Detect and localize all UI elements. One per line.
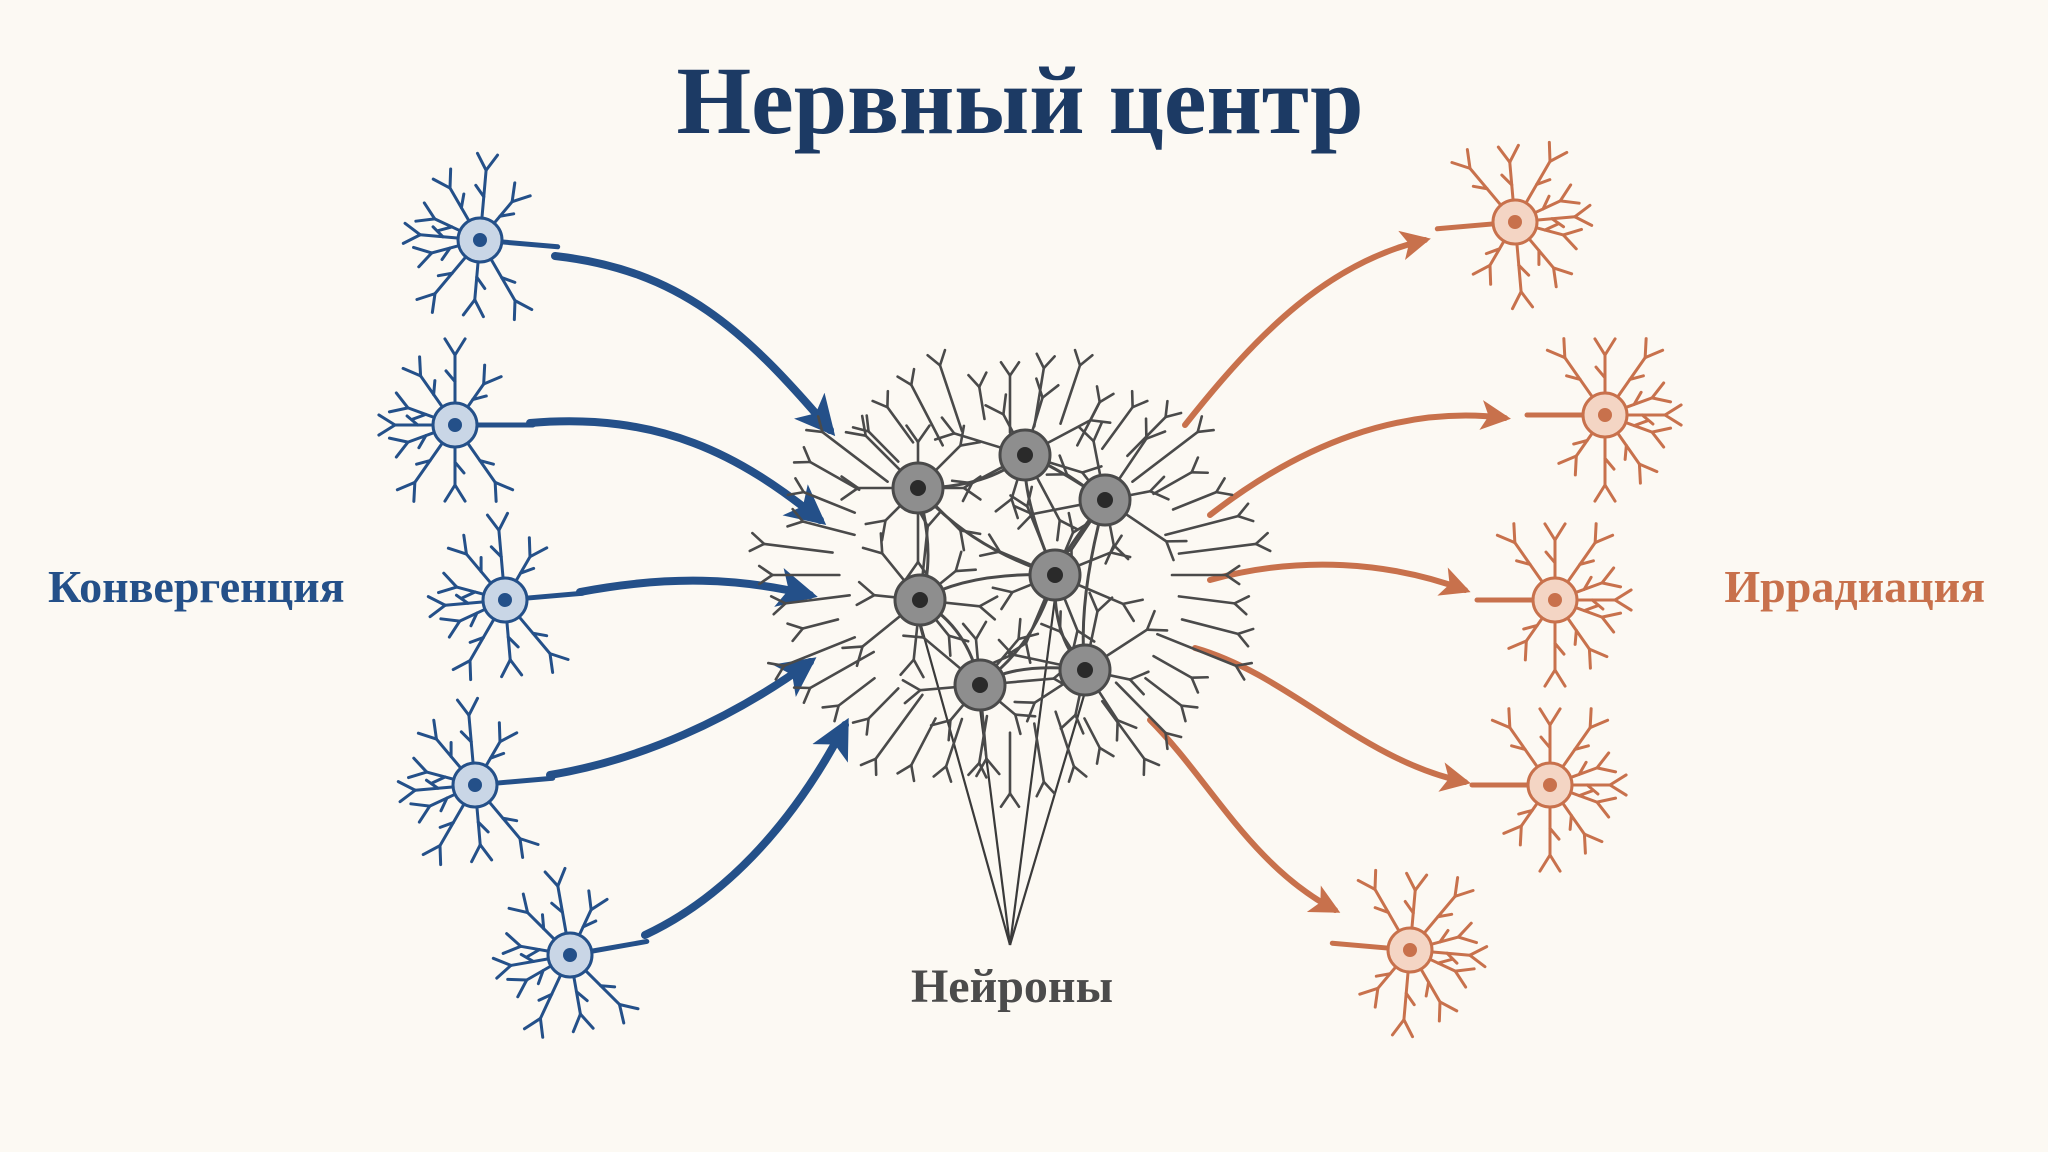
convergence-arrow: [551, 252, 836, 437]
neuron-nucleus: [563, 948, 577, 962]
neural-network-cluster: [748, 348, 1272, 809]
neuron-nucleus: [1598, 408, 1612, 422]
input-neuron-4: [396, 696, 556, 867]
output-neurons: [1329, 140, 1683, 1039]
convergence-arrows: [526, 252, 849, 939]
cluster-neuron-nucleus: [1017, 447, 1033, 463]
irradiation-arrow: [1207, 400, 1511, 518]
output-neuron-5: [1329, 868, 1489, 1039]
cluster-neuron-nucleus: [910, 480, 926, 496]
irradiation-arrow: [1147, 717, 1341, 913]
cluster-neuron-nucleus: [1097, 492, 1113, 508]
cluster-neuron-nucleus: [972, 677, 988, 693]
pointer-line: [918, 621, 1012, 946]
neuron-nucleus: [448, 418, 462, 432]
irradiation-arrow: [1207, 561, 1471, 596]
cluster-neuron-nucleus: [912, 592, 928, 608]
output-neuron-1: [1434, 140, 1594, 311]
neuron-nucleus: [468, 778, 482, 792]
input-neuron-5: [491, 866, 650, 1039]
output-neuron-3: [1474, 522, 1633, 688]
input-neuron-1: [401, 151, 561, 322]
cluster-neuron-nucleus: [1047, 567, 1063, 583]
output-neuron-2: [1524, 337, 1683, 503]
neuron-nucleus: [498, 593, 512, 607]
neuron-nucleus: [1543, 778, 1557, 792]
convergence-label: Конвергенция: [48, 561, 345, 612]
pointer-line: [1008, 597, 1057, 946]
convergence-arrow: [526, 417, 827, 526]
pointer-line: [1008, 691, 1087, 946]
input-neurons: [377, 151, 650, 1039]
convergence-arrow: [641, 717, 849, 939]
irradiation-arrows: [1147, 230, 1511, 913]
diagram-title: Нервный центр: [676, 47, 1363, 154]
neuron-nucleus: [1403, 943, 1417, 957]
output-neuron-4: [1469, 707, 1628, 873]
irradiation-arrow: [1192, 645, 1471, 792]
irradiation-label: Иррадиация: [1724, 561, 1985, 612]
cluster-neuron-nucleus: [1077, 662, 1093, 678]
irradiation-arrow: [1182, 230, 1431, 428]
input-neuron-2: [377, 337, 536, 503]
neurons-label: Нейроны: [911, 960, 1113, 1013]
neuron-nucleus: [473, 233, 487, 247]
neurons-pointer-lines: [918, 597, 1087, 946]
neuron-nucleus: [1548, 593, 1562, 607]
convergence-arrow: [576, 568, 818, 607]
neuron-nucleus: [1508, 215, 1522, 229]
input-neuron-3: [426, 511, 586, 682]
convergence-arrow: [546, 657, 817, 779]
